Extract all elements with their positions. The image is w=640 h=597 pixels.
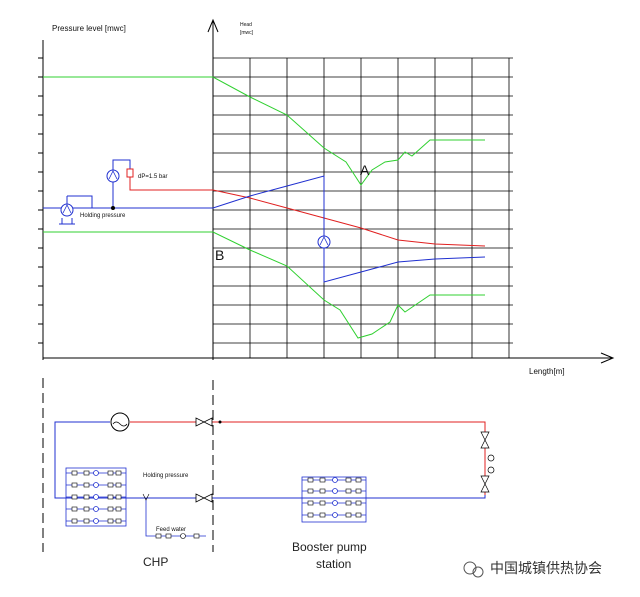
boiler-icon [110, 412, 130, 432]
return-valve-icon [195, 493, 213, 503]
head-axis-arrow [207, 18, 219, 33]
watermark: 中国城镇供热协会 [463, 560, 602, 578]
booster-pump-valves [307, 477, 362, 518]
dp-label: dP=1.5 bar [138, 174, 168, 180]
watermark-text: 中国城镇供热协会 [490, 560, 602, 576]
supply-valve-icon [195, 417, 213, 427]
chart-booster-pump-icon [317, 235, 331, 249]
feed-water-label: Feed water [156, 527, 186, 533]
return-pressure-line [43, 175, 486, 283]
consumer-valve-icon [480, 431, 490, 449]
holding-pressure-group [59, 159, 134, 225]
chp-pump-valves [71, 470, 122, 524]
left-y-axis-ticks [38, 57, 43, 344]
return-pipe [54, 421, 486, 499]
head-label-line2: [mwc] [240, 30, 254, 36]
upper-pressure-line [43, 76, 485, 186]
chp-caption: CHP [143, 555, 168, 569]
lower-pressure-line [43, 231, 485, 339]
x-axis-label: Length[m] [529, 367, 565, 376]
feed-water-valves [155, 533, 200, 539]
consumer-substation [480, 431, 495, 493]
supply-pressure-line [129, 176, 486, 247]
holding-pressure-label-bottom: Holding pressure [143, 473, 189, 479]
marker-b: B [215, 247, 224, 263]
boundary-valves [195, 417, 222, 503]
supply-pipe [130, 421, 486, 495]
wechat-icon [463, 561, 477, 575]
booster-caption-line1: Booster pump [292, 540, 367, 554]
head-label-line1: Head [240, 22, 252, 28]
y-axis-label: Pressure level [mwc] [52, 24, 126, 33]
pressure-chart [38, 18, 615, 364]
booster-pump-block [301, 476, 367, 523]
x-axis-arrow [600, 352, 615, 364]
holding-pressure-label-top: Holding pressure [80, 213, 126, 219]
booster-caption-line2: station [316, 557, 351, 571]
feed-water-pipe [145, 498, 206, 537]
marker-a: A [360, 162, 370, 178]
network-schematic [42, 378, 495, 552]
chart-grid [213, 57, 513, 358]
